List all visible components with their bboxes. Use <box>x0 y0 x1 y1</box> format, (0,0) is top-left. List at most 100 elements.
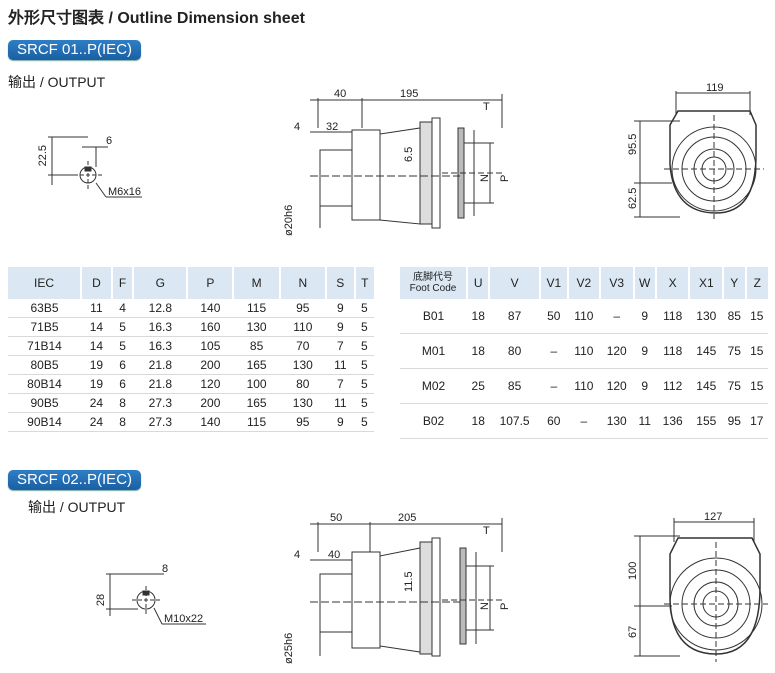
col-header: Z <box>745 267 768 299</box>
table-cell: 145 <box>689 333 724 369</box>
dim-119: 119 <box>706 82 724 94</box>
table-cell: 87 <box>489 299 540 334</box>
col-header: N <box>279 267 327 299</box>
dim-50: 50 <box>330 512 342 524</box>
table-cell: 120 <box>599 368 634 404</box>
table-cell: 6 <box>111 355 134 375</box>
table-cell: – <box>599 299 634 334</box>
dim-4: 4 <box>294 549 300 561</box>
table-cell: 130 <box>279 355 326 375</box>
table-cell: 90B14 <box>8 412 81 432</box>
col-header: S <box>325 267 356 299</box>
table-cell: 105 <box>187 336 234 356</box>
table-cell: 14 <box>81 336 112 356</box>
table-cell: 5 <box>354 374 374 394</box>
table-cell: 75 <box>723 368 746 404</box>
table-cell: M01 <box>400 333 467 369</box>
dim-67: 67 <box>627 626 639 638</box>
table-cell: 8 <box>111 412 134 432</box>
table-cell: 136 <box>655 403 690 439</box>
col-header: F <box>111 267 135 299</box>
dim-n: N <box>479 602 491 610</box>
dim-95-5: 95.5 <box>627 134 639 155</box>
table-cell: 95 <box>723 403 746 439</box>
dim-m10x22: M10x22 <box>164 613 203 625</box>
table-cell: 107.5 <box>489 403 540 439</box>
output-label-1: 输出 / OUTPUT <box>8 74 106 90</box>
table-cell: 120 <box>599 333 634 369</box>
table-cell: 18 <box>467 403 490 439</box>
table-cell: 25 <box>467 368 490 404</box>
table-cell: 5 <box>111 317 134 337</box>
dim-100: 100 <box>627 562 639 580</box>
table-cell: 95 <box>279 299 326 318</box>
table-cell: 200 <box>187 355 234 375</box>
table-cell: 95 <box>279 412 326 432</box>
series-badge-srcf01: SRCF 01..P(IEC) <box>8 40 142 60</box>
iec-table-header: IEC D F G P M N S T <box>8 267 374 299</box>
table-cell: 112 <box>655 368 690 404</box>
table-cell: 18 <box>467 333 490 369</box>
dim-40: 40 <box>328 549 340 561</box>
table-cell: 165 <box>233 393 280 413</box>
table-cell: 120 <box>187 374 234 394</box>
dim-195: 195 <box>400 88 418 100</box>
table-cell: 70 <box>279 336 326 356</box>
table-cell: 130 <box>689 299 724 334</box>
table-cell: 11 <box>633 403 656 439</box>
table-cell: 110 <box>567 299 600 334</box>
table-cell: 5 <box>354 336 374 356</box>
table-cell: 100 <box>233 374 280 394</box>
dim-22-5: 22.5 <box>37 145 49 166</box>
table-cell: 27.3 <box>133 393 188 413</box>
dim-32: 32 <box>326 121 338 133</box>
page-title: 外形尺寸图表 / Outline Dimension sheet <box>8 10 305 27</box>
col-header: M <box>233 267 281 299</box>
table-cell: 17 <box>745 403 768 439</box>
dim-shaft-dia: ø20h6 <box>283 205 295 236</box>
table-cell: 11 <box>325 393 355 413</box>
col-header: V1 <box>539 267 569 299</box>
table-cell: 110 <box>567 333 600 369</box>
table-cell: 6 <box>111 374 134 394</box>
table-cell: 200 <box>187 393 234 413</box>
table-cell: 11 <box>325 355 355 375</box>
dim-62-5: 62.5 <box>627 188 639 209</box>
table-cell: 130 <box>599 403 634 439</box>
table-cell: – <box>567 403 600 439</box>
table-cell: 115 <box>233 412 280 432</box>
foot-code-header-cn: 底脚代号 <box>413 272 453 283</box>
col-header: IEC <box>8 267 82 299</box>
table-cell: 5 <box>354 355 374 375</box>
dim-8: 8 <box>162 563 168 575</box>
table-cell: 50 <box>539 299 568 334</box>
table-cell: 90B5 <box>8 393 81 413</box>
table-cell: 8 <box>111 393 134 413</box>
dim-p: P <box>499 175 511 182</box>
table-cell: 19 <box>81 355 112 375</box>
shaft-section-drawing-1: 22.5 6 M6x16 <box>37 135 142 198</box>
table-cell: 24 <box>81 393 112 413</box>
table-cell: 12.8 <box>133 299 188 318</box>
table-cell: 16.3 <box>133 317 188 337</box>
table-cell: 60 <box>539 403 568 439</box>
table-cell: 80B14 <box>8 374 81 394</box>
table-cell: 165 <box>233 355 280 375</box>
table-cell: 118 <box>655 333 690 369</box>
table-cell: 15 <box>745 299 768 334</box>
table-cell: – <box>539 333 568 369</box>
table-cell: 155 <box>689 403 724 439</box>
table-cell: 15 <box>745 368 768 404</box>
dim-6: 6 <box>106 135 112 147</box>
table-cell: 115 <box>233 299 280 318</box>
